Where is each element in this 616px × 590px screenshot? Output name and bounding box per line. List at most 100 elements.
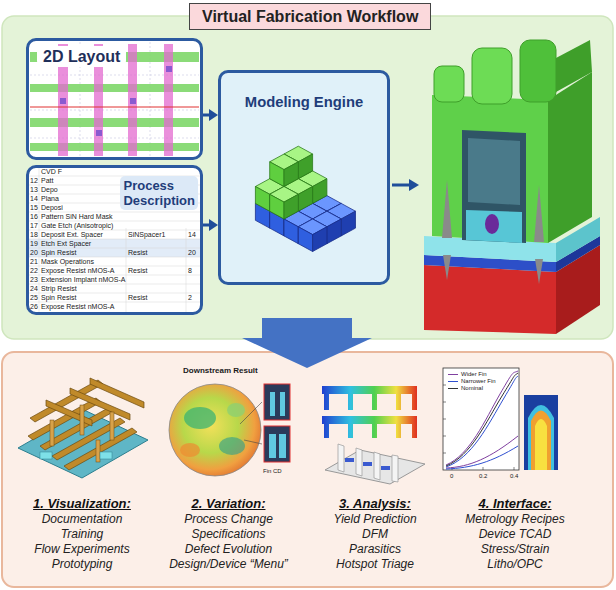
illustration-part xyxy=(279,434,286,458)
illustration-part xyxy=(434,66,464,102)
illustration-part xyxy=(28,221,201,222)
illustration-part xyxy=(30,84,199,92)
figure-label: Downstream Result xyxy=(183,366,258,376)
table-cell: 12 xyxy=(30,177,38,185)
illustration-part xyxy=(270,187,299,220)
illustration-part xyxy=(446,446,518,469)
illustration-part xyxy=(28,257,201,258)
table-cell: 19 xyxy=(30,240,38,248)
illustration-part xyxy=(30,143,199,151)
table-cell: Mask Operations xyxy=(41,258,94,266)
illustration-part xyxy=(30,138,199,139)
table-cell: Resist xyxy=(128,267,147,275)
illustration-part xyxy=(338,444,398,482)
connector-line xyxy=(203,224,210,227)
illustration-part xyxy=(412,424,417,438)
illustration-part xyxy=(345,458,354,462)
table-cell: Pattern SiN Hard Mask xyxy=(41,213,113,221)
illustration-part xyxy=(28,230,201,231)
node-text: Defect Evolution xyxy=(166,542,291,557)
node-heading: 2D Layout xyxy=(37,46,126,67)
illustration-part xyxy=(372,424,377,438)
table-cell: Depo xyxy=(41,186,58,194)
table-cell: CVD F xyxy=(41,168,62,176)
arrow-head xyxy=(209,219,218,231)
node-text: Training xyxy=(30,527,134,542)
table-cell: Extension Implant nMOS-A xyxy=(41,276,125,284)
illustration-part xyxy=(485,214,499,234)
illustration-part xyxy=(60,98,66,104)
illustration-part xyxy=(556,40,592,92)
illustration-part xyxy=(269,434,276,458)
table-cell: 20 xyxy=(30,249,38,257)
node-heading: Process Description xyxy=(120,176,198,210)
table-cell: 20 xyxy=(188,249,196,257)
node-heading: Modeling Engine xyxy=(221,93,387,111)
node-text: Device TCAD xyxy=(462,527,568,542)
illustration-part xyxy=(2,352,613,587)
illustration-part xyxy=(242,318,372,368)
illustration-part xyxy=(28,212,201,213)
node-text: Specifications xyxy=(166,527,291,542)
illustration-part xyxy=(264,384,290,420)
illustration-part xyxy=(372,394,377,410)
illustration-part xyxy=(448,388,458,389)
illustration-part xyxy=(100,452,112,459)
node-heading: 4. Interface: xyxy=(462,495,568,512)
layout-box: 2D Layout xyxy=(26,38,203,160)
arrow-head xyxy=(209,109,218,121)
illustration-part xyxy=(28,167,201,313)
table-cell: 15 xyxy=(30,204,38,212)
illustration-part xyxy=(280,392,285,416)
illustration-part xyxy=(466,210,522,243)
table-cell: 24 xyxy=(30,285,38,293)
node-text: Process Change xyxy=(166,512,291,527)
illustration-part xyxy=(30,107,199,108)
illustration-part xyxy=(514,467,515,470)
illustration-part xyxy=(462,130,526,243)
illustration-part xyxy=(50,420,54,446)
table-cell: 21 xyxy=(30,258,38,266)
engine-box: Modeling Engine xyxy=(218,70,390,285)
table-cell: Deposi xyxy=(41,204,63,212)
table-cell: 8 xyxy=(188,267,192,275)
illustration-part xyxy=(535,419,547,470)
illustration-part xyxy=(227,403,245,417)
illustration-part xyxy=(180,443,200,457)
illustration-part xyxy=(240,402,262,424)
table-cell: 14 xyxy=(30,195,38,203)
title-banner: Virtual Fabrication Workflow xyxy=(189,3,431,30)
illustration-part xyxy=(520,40,556,102)
node-text: Parasitics xyxy=(330,542,420,557)
illustration-part xyxy=(28,302,201,303)
figure-label: 0.2 xyxy=(479,472,487,480)
illustration-part xyxy=(40,452,112,459)
node-text: Stress/Strain xyxy=(462,542,568,557)
illustration-part xyxy=(324,424,417,438)
illustration-part xyxy=(219,437,245,455)
illustration-part xyxy=(412,394,417,410)
illustration-part xyxy=(50,405,114,462)
illustration-part xyxy=(128,44,137,156)
illustration-part xyxy=(396,394,401,410)
illustration-part xyxy=(39,167,40,313)
table-cell: 13 xyxy=(30,186,38,194)
table-cell: 16 xyxy=(30,213,38,221)
illustration-part xyxy=(96,440,100,462)
illustration-part xyxy=(220,72,388,283)
table-cell: 18 xyxy=(30,231,38,239)
table-cell: Spin Resist xyxy=(41,249,76,257)
illustration-part xyxy=(472,48,512,104)
table-cell: 17 xyxy=(30,222,38,230)
illustration-part xyxy=(446,376,518,467)
illustration-part xyxy=(524,395,558,470)
illustration-part xyxy=(90,378,144,408)
connector-arrow xyxy=(203,109,218,121)
illustration-part xyxy=(446,436,518,468)
node-text: DFM xyxy=(330,527,420,542)
table-cell: Expose Resist nMOS-A xyxy=(41,267,115,275)
illustration-part xyxy=(244,440,262,444)
node-text: Litho/OPC xyxy=(462,557,568,572)
illustration-part xyxy=(483,467,484,470)
figure-label: Fin CD xyxy=(263,467,282,475)
